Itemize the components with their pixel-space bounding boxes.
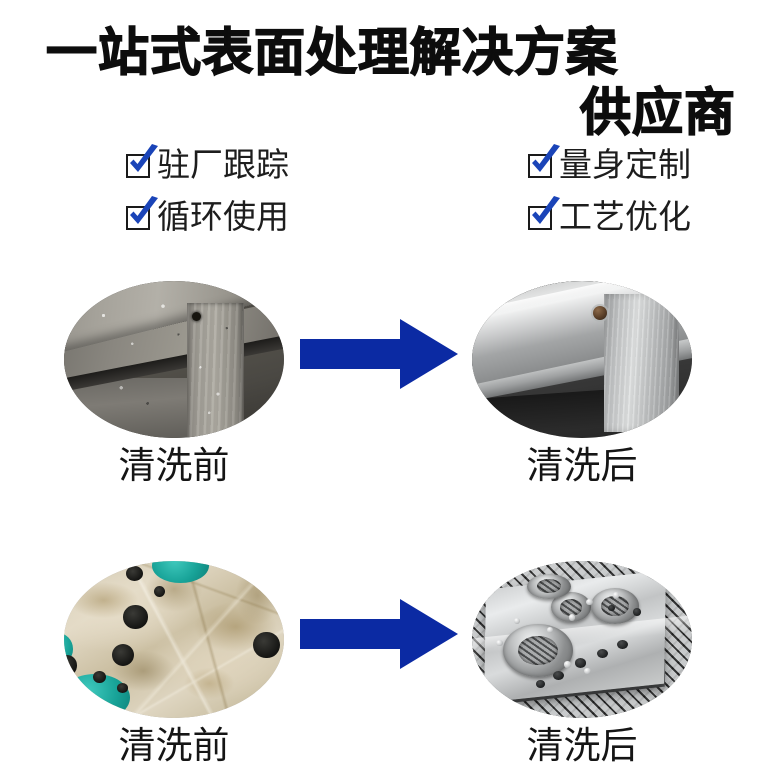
before-photo-2: [64, 561, 284, 718]
feature-item-4[interactable]: 工艺优化: [528, 196, 691, 236]
checkbox-checked-icon[interactable]: [528, 196, 560, 231]
arrow-1: [292, 318, 462, 390]
after-photo-1: [472, 281, 692, 438]
headline-line-2: 供应商: [579, 83, 736, 143]
headline-line-1: 一站式表面处理解决方案: [45, 23, 619, 83]
after-caption-1: 清洗后: [526, 444, 638, 487]
feature-item-1[interactable]: 驻厂跟踪: [126, 144, 289, 184]
feature-item-3[interactable]: 循环使用: [126, 196, 289, 236]
feature-item-2[interactable]: 量身定制: [528, 144, 691, 184]
checkbox-checked-icon[interactable]: [126, 196, 158, 231]
checkmark-icon: [130, 196, 158, 224]
comparison-row-2: 清洗前: [0, 552, 780, 780]
feature-label-3: 循环使用: [157, 197, 289, 236]
feature-checklist: 驻厂跟踪 量身定制 循环使用: [0, 144, 780, 256]
checkmark-icon: [130, 144, 158, 172]
right-arrow-icon: [300, 599, 458, 669]
checkbox-checked-icon[interactable]: [126, 144, 158, 179]
before-photo-cell-1: 清洗前: [58, 272, 290, 492]
checkbox-checked-icon[interactable]: [528, 144, 560, 179]
before-caption-1: 清洗前: [118, 444, 230, 487]
feature-label-2: 量身定制: [559, 145, 691, 184]
feature-label-1: 驻厂跟踪: [157, 145, 289, 184]
after-caption-2: 清洗后: [526, 724, 638, 767]
after-photo-cell-1: 清洗后: [466, 272, 698, 492]
after-photo-cell-2: 清洗后: [466, 552, 698, 772]
arrow-2: [292, 598, 462, 670]
before-photo-cell-2: 清洗前: [58, 552, 290, 772]
right-arrow-icon: [300, 319, 458, 389]
before-photo-1: [64, 281, 284, 438]
checkmark-icon: [532, 144, 560, 172]
headline-block: 一站式表面处理解决方案 供应商: [0, 14, 780, 144]
feature-label-4: 工艺优化: [559, 197, 691, 236]
checkmark-icon: [532, 196, 560, 224]
comparison-row-1: 清洗前 清洗后: [0, 272, 780, 502]
after-photo-2: [472, 561, 692, 718]
before-caption-2: 清洗前: [118, 724, 230, 767]
